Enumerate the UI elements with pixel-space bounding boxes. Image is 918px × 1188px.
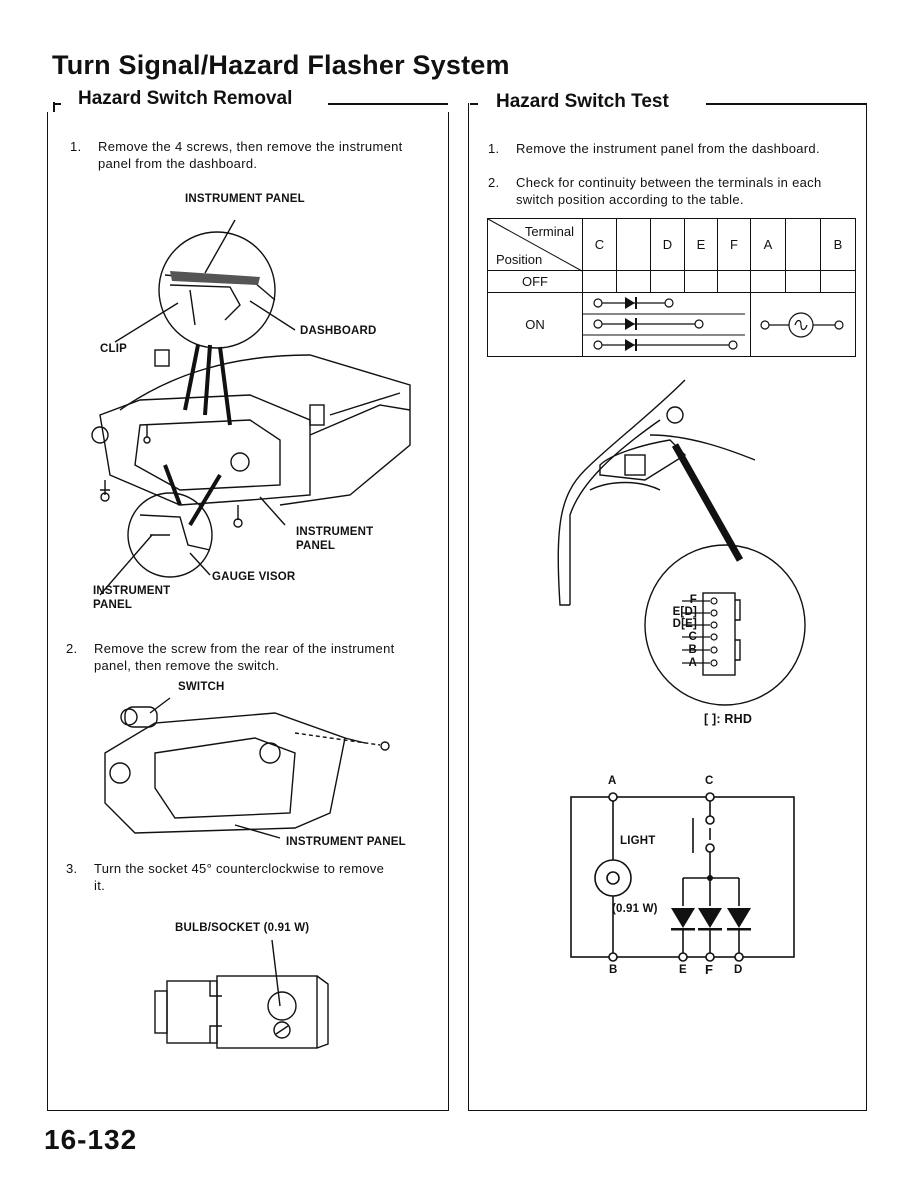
right-step-1: 1. Remove the instrument panel from the …	[488, 140, 858, 157]
step-number: 2.	[66, 641, 78, 656]
left-section-title: Hazard Switch Removal	[72, 88, 299, 110]
row-label-on: ON	[487, 292, 583, 357]
continuity-table-wrapper: Terminal Position C D E F A B OFF ON	[487, 218, 856, 357]
table-row-off: OFF	[487, 270, 856, 293]
col-spacer	[616, 218, 651, 271]
circuit-label-a: A	[608, 775, 617, 787]
step-text-line1: Remove the screw from the rear of the in…	[94, 641, 395, 656]
step-text-line1: Check for continuity between the termina…	[516, 175, 822, 190]
corner-position-label: Position	[496, 252, 543, 267]
on-bulb-cells	[750, 292, 856, 357]
label-panel-right: PANEL	[296, 540, 336, 552]
circuit-label-b: B	[609, 964, 618, 976]
connector-label-a: A	[688, 657, 697, 669]
circuit-wattage-label: (0.91 W)	[612, 903, 658, 915]
bulb-socket-illustration	[154, 939, 329, 1049]
connector-label-b: B	[688, 644, 697, 656]
step-text-line2: panel, then remove the switch.	[94, 658, 280, 673]
col-header-b: B	[820, 218, 856, 271]
circuit-label-c: C	[705, 775, 714, 787]
right-panel	[468, 103, 867, 1111]
step-text-line1: Turn the socket 45° counterclockwise to …	[94, 861, 385, 876]
on-diode-cells	[582, 292, 751, 357]
label-instrument-panel-top: INSTRUMENT PANEL	[185, 193, 305, 205]
step-number: 1.	[70, 139, 82, 154]
label-clip: CLIP	[100, 343, 127, 355]
label-dashboard: DASHBOARD	[300, 325, 377, 337]
circuit-label-d: D	[734, 964, 743, 976]
step-text-line2: panel from the dashboard.	[98, 156, 258, 171]
right-panel-top-border-right	[706, 103, 866, 105]
connector-label-f: F	[689, 594, 697, 606]
right-step-2: 2. Check for continuity between the term…	[488, 174, 858, 208]
step-number: 2.	[488, 175, 500, 190]
left-step-2: 2. Remove the screw from the rear of the…	[66, 640, 440, 674]
circuit-label-e: E	[679, 964, 687, 976]
bulb-symbol	[760, 312, 844, 338]
on-diode-symbols	[583, 297, 745, 351]
step-text-line2: it.	[94, 878, 106, 893]
left-panel-top-border-left	[53, 103, 61, 105]
right-panel-top-border-left	[470, 103, 478, 105]
step-text-line2: switch position according to the table.	[516, 192, 744, 207]
col-header-e: E	[684, 218, 718, 271]
label-instrument-right: INSTRUMENT	[296, 526, 374, 538]
switch-removal-illustration	[104, 697, 390, 839]
connector-label-c: C	[688, 631, 697, 643]
table-corner-cell: Terminal Position	[487, 218, 583, 272]
label-instrument-panel-bottom: INSTRUMENT PANEL	[286, 836, 406, 848]
col-header-c: C	[582, 218, 617, 271]
page-title: Turn Signal/Hazard Flasher System	[52, 50, 510, 80]
left-panel	[47, 112, 449, 1111]
corner-terminal-label: Terminal	[524, 224, 574, 239]
row-label-off: OFF	[487, 270, 583, 293]
step-text-line1: Remove the instrument panel from the das…	[516, 141, 820, 156]
step-number: 3.	[66, 861, 78, 876]
page-number: 16-132	[44, 1124, 138, 1155]
continuity-table: Terminal Position C D E F A B OFF ON	[487, 218, 856, 357]
right-section-title: Hazard Switch Test	[490, 91, 675, 113]
col-header-d: D	[650, 218, 685, 271]
table-row-on: ON	[487, 292, 856, 357]
col-spacer	[785, 218, 821, 271]
connector-label-ed: E[D]	[672, 606, 697, 618]
left-step-3: 3. Turn the socket 45° counterclockwise …	[66, 860, 440, 894]
connector-label-de: D[E]	[672, 618, 697, 630]
instrument-panel-removal-illustration	[91, 219, 411, 596]
left-panel-top-border-right	[328, 103, 448, 105]
table-header-row: Terminal Position C D E F A B	[487, 218, 856, 272]
label-gauge-visor: GAUGE VISOR	[212, 571, 296, 583]
circuit-light-label: LIGHT	[620, 835, 656, 847]
step-number: 1.	[488, 141, 500, 156]
col-header-f: F	[717, 218, 751, 271]
step-text-line1: Remove the 4 screws, then remove the ins…	[98, 139, 403, 154]
col-header-a: A	[750, 218, 786, 271]
rhd-note: [ ]: RHD	[704, 712, 753, 726]
label-switch: SWITCH	[178, 681, 225, 693]
left-panel-corner	[53, 102, 55, 112]
circuit-diagram	[570, 792, 795, 962]
label-instrument-left: INSTRUMENT	[93, 585, 171, 597]
left-step-1: 1. Remove the 4 screws, then remove the …	[70, 138, 440, 172]
label-panel-left: PANEL	[93, 599, 133, 611]
switch-connector-illustration	[557, 379, 806, 706]
circuit-label-f: F	[705, 962, 714, 977]
label-bulb-socket: BULB/SOCKET (0.91 W)	[175, 922, 310, 934]
